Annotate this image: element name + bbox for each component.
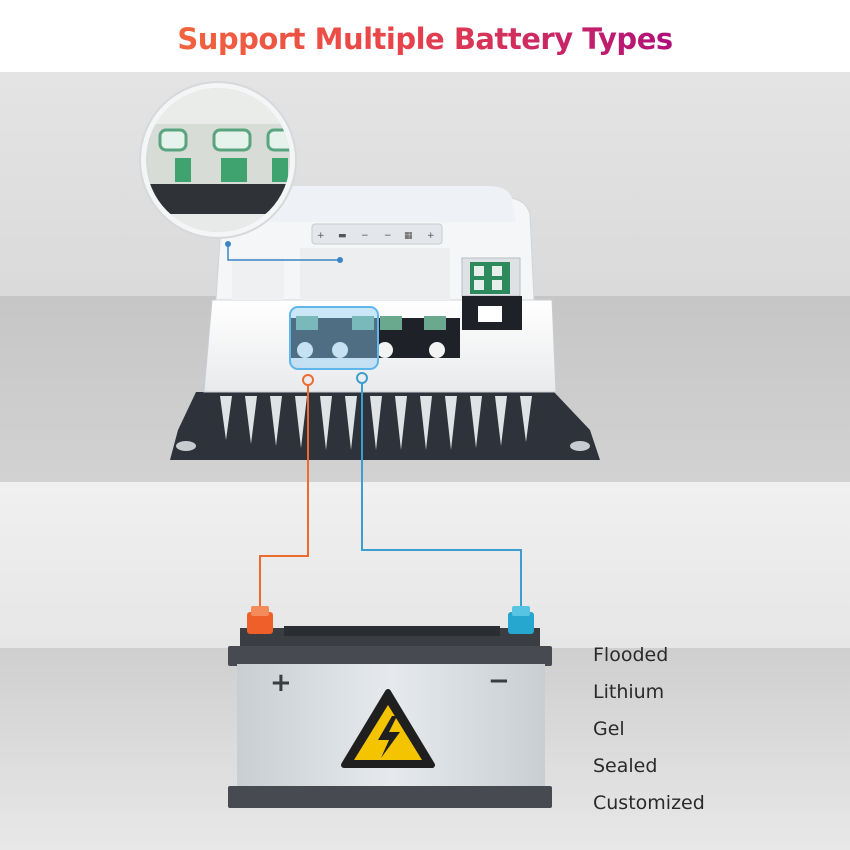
battery-positive-symbol: + <box>270 668 292 698</box>
svg-text:−: − <box>384 231 392 241</box>
svg-text:+: + <box>427 231 435 241</box>
battery-type-item: Customized <box>593 792 705 814</box>
svg-text:▦: ▦ <box>404 231 413 241</box>
terminal-zoom-callout <box>139 81 343 263</box>
battery <box>228 606 552 808</box>
heatsink <box>170 392 600 460</box>
battery-type-item: Lithium <box>593 681 665 703</box>
battery-type-item: Flooded <box>593 644 669 666</box>
battery-type-item: Sealed <box>593 755 658 777</box>
svg-text:+: + <box>317 231 325 241</box>
battery-type-list: Flooded Lithium Gel Sealed Customized <box>593 641 705 826</box>
positive-wire <box>259 374 314 612</box>
svg-text:−: − <box>361 231 369 241</box>
svg-text:▬: ▬ <box>338 231 347 241</box>
page-title: Support Multiple Battery Types <box>177 22 673 56</box>
battery-negative-symbol: − <box>488 666 510 696</box>
negative-wire <box>356 372 522 612</box>
battery-type-item: Gel <box>593 718 625 740</box>
